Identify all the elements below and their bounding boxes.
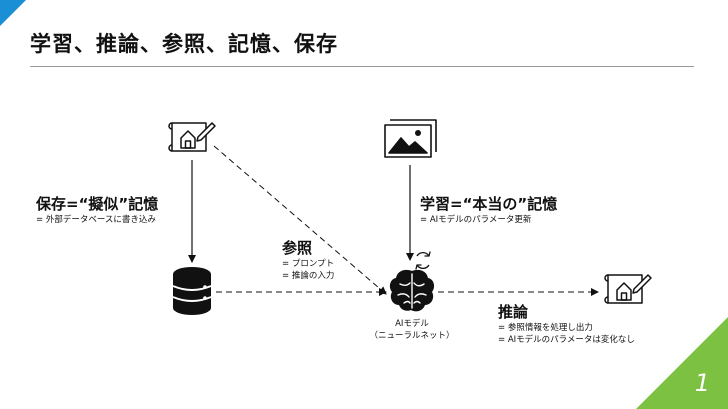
inference-description-params: = AIモデルのパラメータは変化なし	[498, 335, 635, 345]
inference-description-output: = 参照情報を処理し出力	[498, 323, 593, 333]
reference-heading: 参照	[282, 239, 313, 257]
page-number: 1	[694, 369, 710, 397]
inference-label: 推論 = 参照情報を処理し出力 = AIモデルのパラメータは変化なし	[498, 302, 635, 346]
save-label: 保存=“擬似”記憶 = 外部データベースに書き込み	[36, 194, 158, 226]
learn-label: 学習=“本当の”記憶 = AIモデルのパラメータ更新	[420, 194, 557, 226]
brain-icon	[389, 269, 435, 312]
blueprint-house-pen-icon	[604, 274, 652, 304]
corner-accent-green	[636, 317, 728, 409]
reference-label: 参照 = プロンプト = 推論の入力	[282, 238, 334, 282]
learn-description: = AIモデルのパラメータ更新	[420, 215, 532, 225]
reference-from-document-arrow	[213, 145, 387, 295]
title-divider	[30, 66, 694, 67]
database-icon	[172, 267, 212, 315]
inference-heading: 推論	[498, 303, 529, 321]
model-name: AIモデル	[395, 319, 429, 329]
image-stack-icon	[384, 119, 437, 158]
reference-description-input: = 推論の入力	[282, 271, 335, 281]
learn-heading: 学習=“本当の”記憶	[420, 195, 558, 213]
save-heading: 保存=“擬似”記憶	[36, 195, 159, 213]
slide-title: 学習、推論、参照、記憶、保存	[30, 32, 338, 56]
blueprint-house-pen-icon	[168, 122, 216, 152]
corner-accent-blue	[0, 0, 26, 26]
model-type: （ニューラルネット）	[369, 331, 455, 341]
save-description: = 外部データベースに書き込み	[36, 215, 156, 225]
refresh-cycle-icon	[415, 251, 431, 270]
reference-description-prompt: = プロンプト	[282, 259, 335, 269]
model-label: AIモデル （ニューラルネット）	[352, 318, 472, 342]
